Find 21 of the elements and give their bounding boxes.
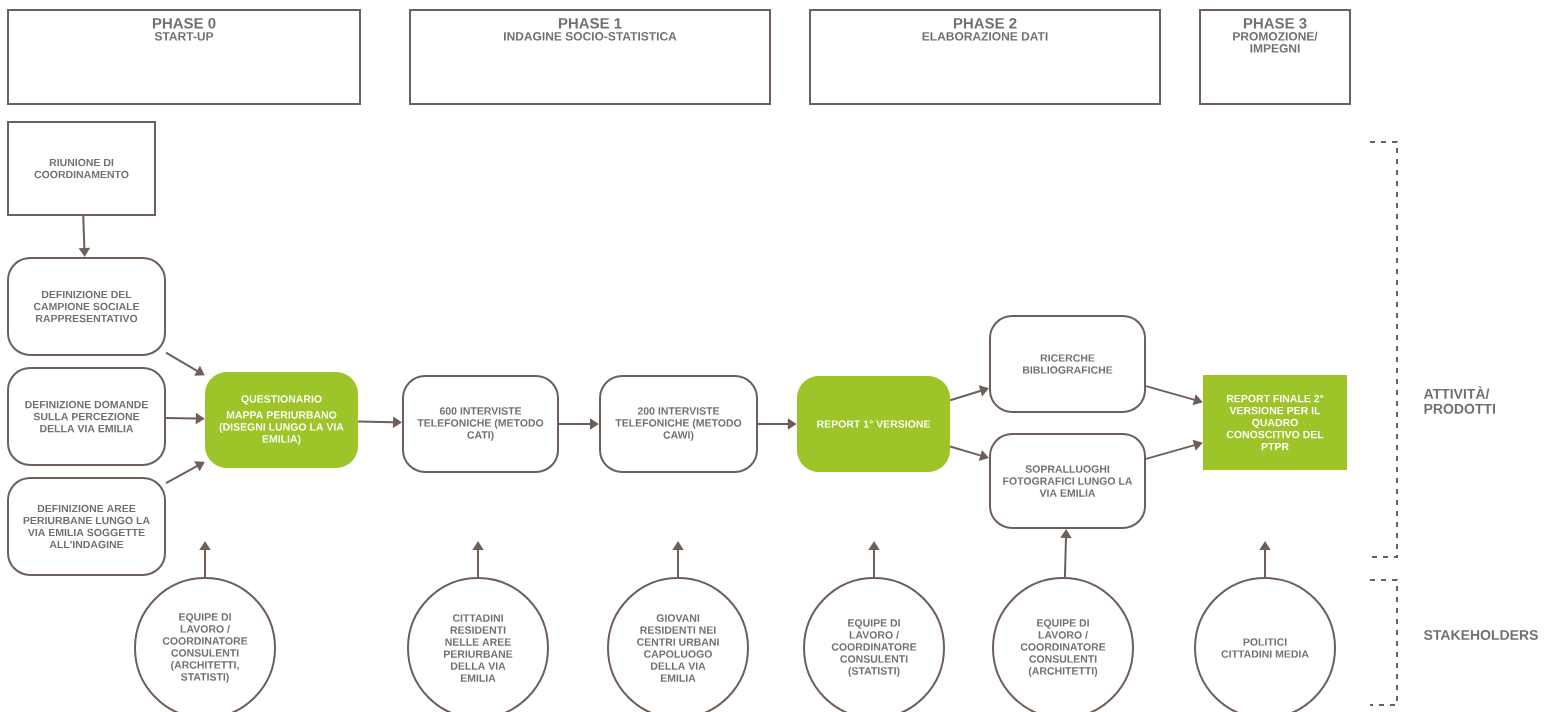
activity-box: 600 INTERVISTE TELEFONICHE (METODO CATI) [402,375,559,473]
activity-box: DEFINIZIONE DOMANDE SULLA PERCEZIONE DELLA VIA EMILIA [7,367,166,466]
activity-box: DEFINIZIONE AREE PERIURBANE LUNGO LA VIA EMILIA SOGGETTE ALL'INDAGINE [7,477,166,576]
meeting-box: RIUNIONE DI COORDINAMENTO [7,121,156,216]
arrow [949,445,989,461]
arrow [165,461,205,485]
product-box: QUESTIONARIO MAPPA PERIURBANO (DISEGNI LUNGO LA VIA EMILIA) [205,372,358,468]
arrow [949,385,989,402]
product-box: REPORT FINALE 2° VERSIONE PER IL QUADRO CONOSCITIVO DEL PTPR [1203,375,1347,470]
phase-box: PHASE 3 PROMOZIONE/ IMPEGNI [1199,9,1351,105]
product-box: REPORT 1° VERSIONE [797,376,950,472]
activity-box: DEFINIZIONE DEL CAMPIONE SOCIALE RAPPRESENTATIVO [7,257,166,356]
phase-box: PHASE 1 INDAGINE SOCIO-STATISTICA [409,9,771,105]
phase-box: PHASE 0 START-UP [7,9,361,105]
activity-box: 200 INTERVISTE TELEFONICHE (METODO CAWI) [599,375,758,473]
activity-box: SOPRALLUOGHI FOTOGRAFICI LUNGO LA VIA EMILIA [989,433,1146,529]
section-label: ATTIVITÀ/ PRODOTTI [1423,386,1495,414]
activity-box: RICERCHE BIBLIOGRAFICHE [989,315,1146,413]
section-label: STAKEHOLDERS [1423,630,1538,640]
phase-box: PHASE 2 ELABORAZIONE DATI [809,9,1161,105]
arrow [165,351,205,376]
